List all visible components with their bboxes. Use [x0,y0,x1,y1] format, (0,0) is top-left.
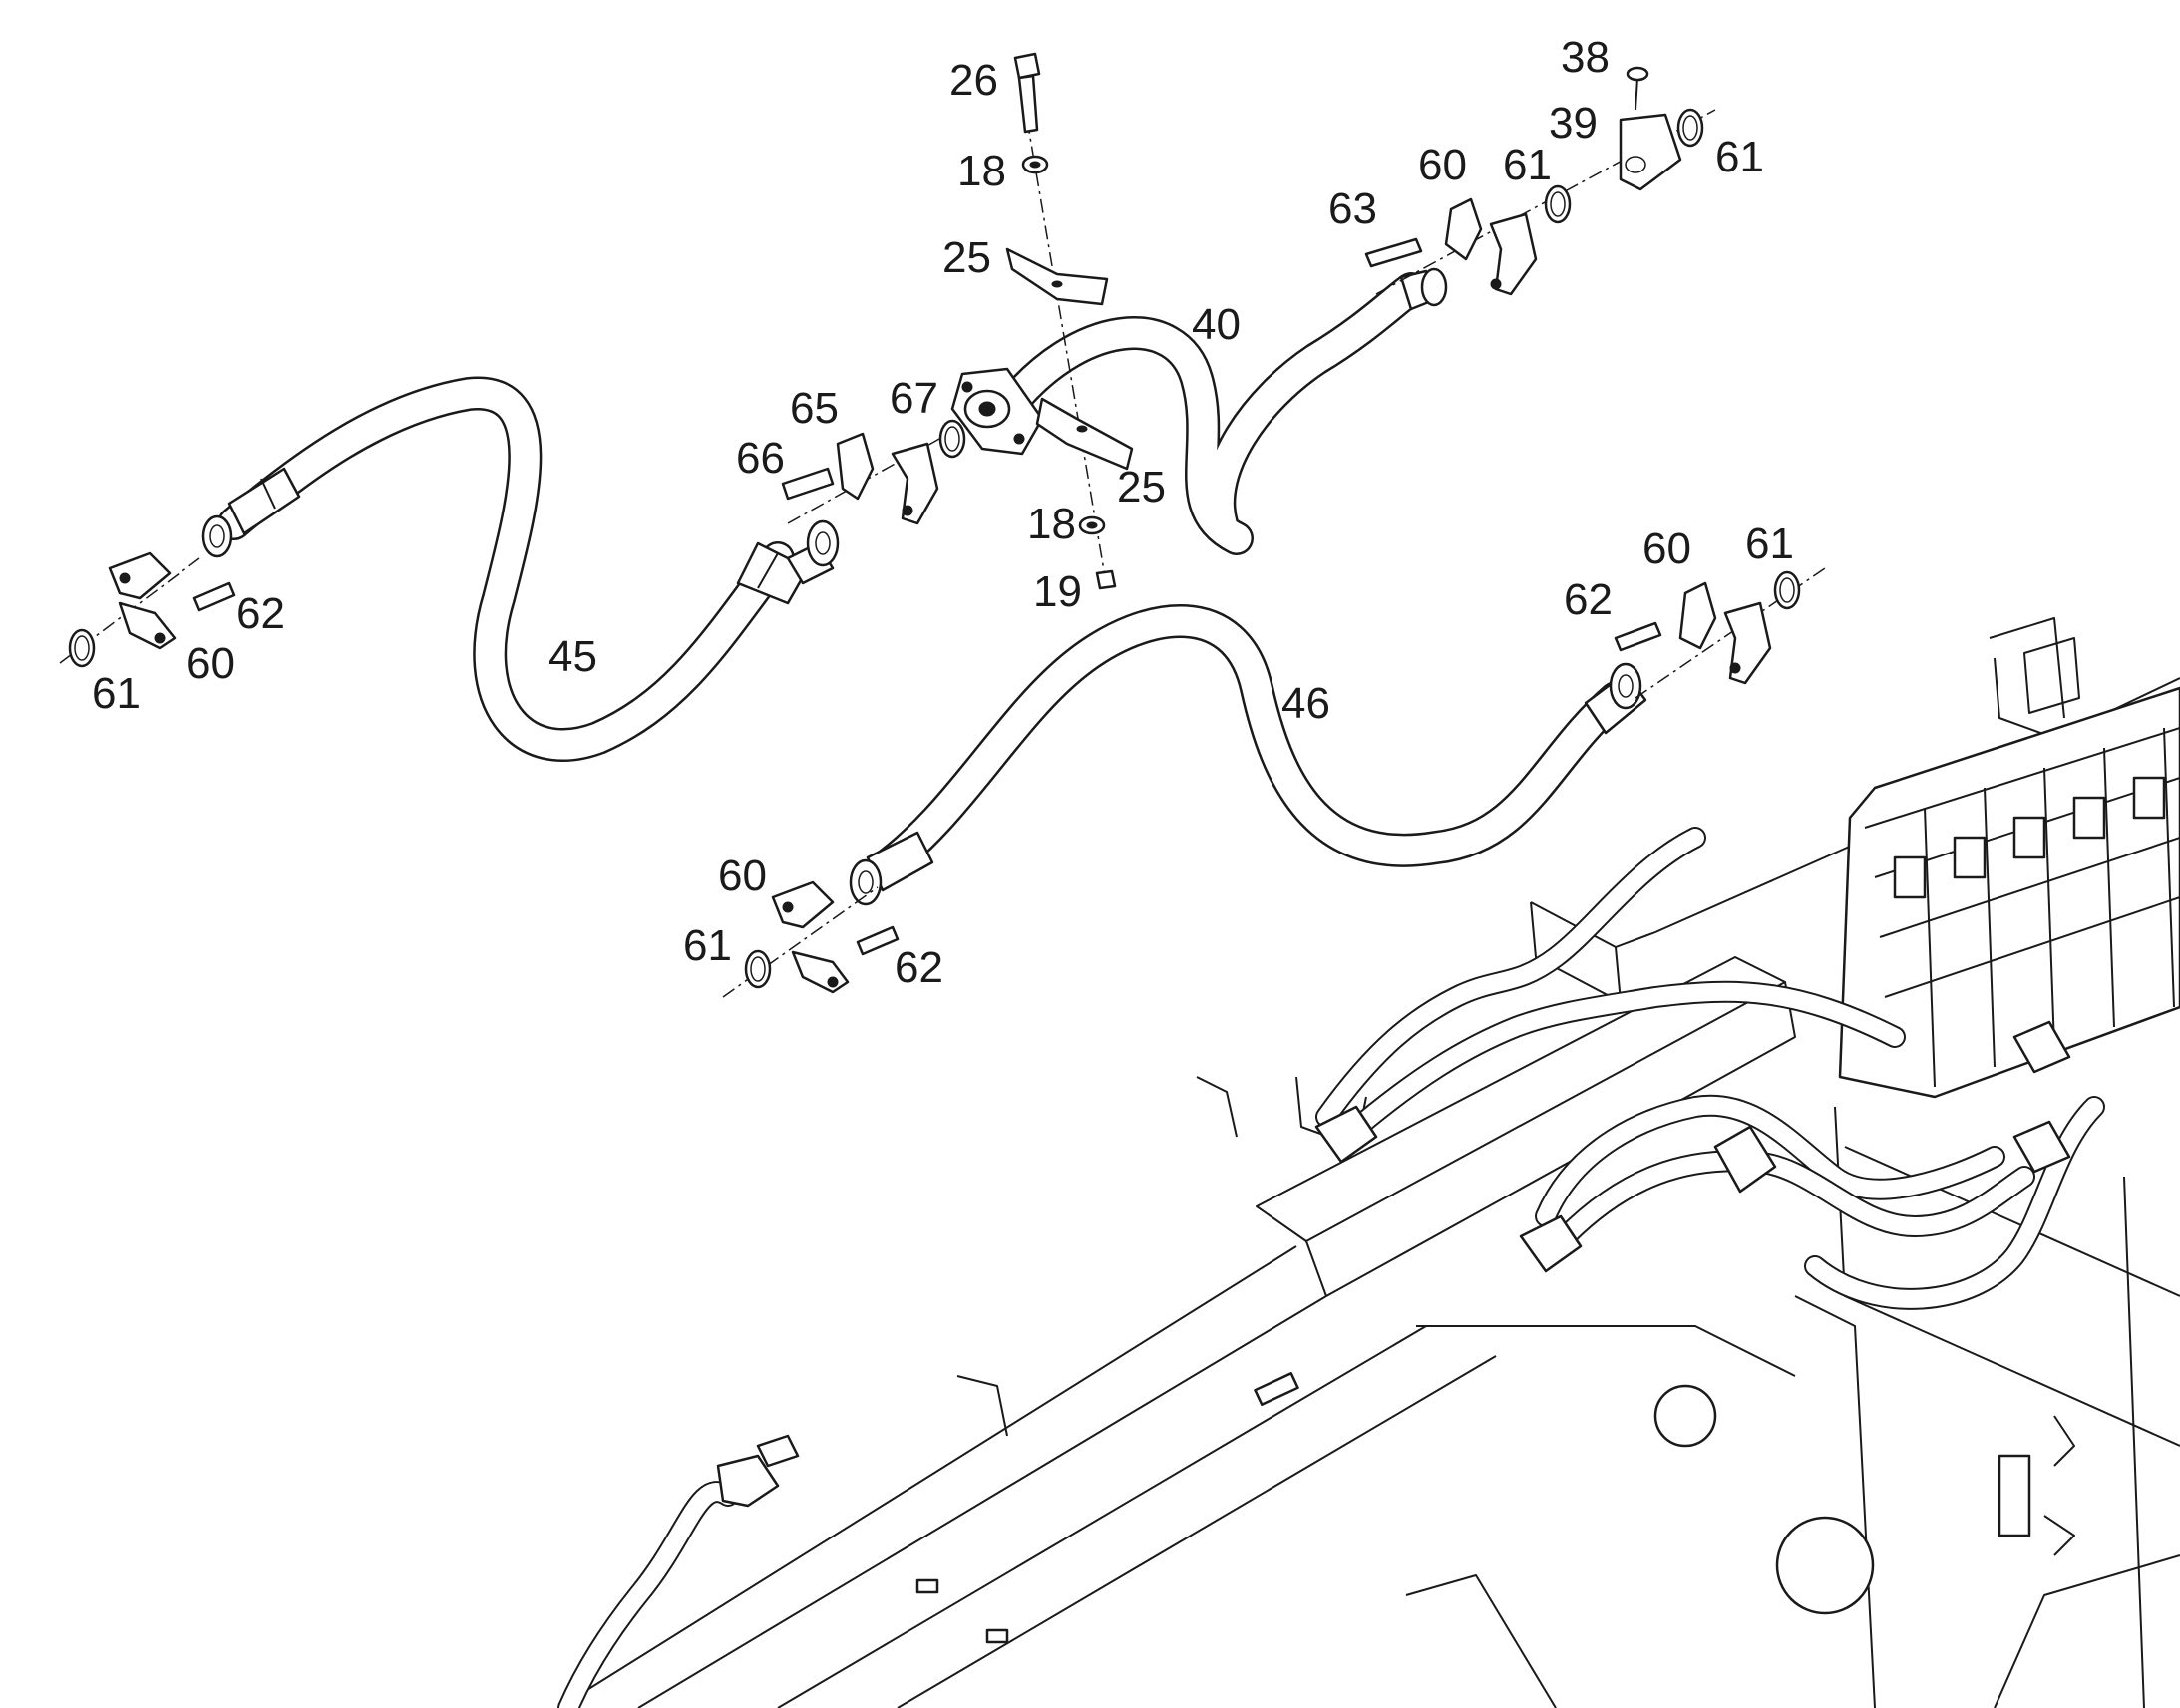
callout-60: 60 [1642,524,1691,573]
callout-26: 26 [949,56,998,105]
callout-labels: 26 18 25 38 39 61 63 60 61 40 65 67 66 2… [92,33,1794,992]
callout-61: 61 [1745,519,1794,568]
callout-39: 39 [1549,99,1598,148]
callout-61: 61 [92,669,141,718]
callout-45: 45 [548,632,597,681]
flange-set-left [59,551,236,668]
callout-25: 25 [1117,463,1166,512]
callout-62: 62 [895,943,943,992]
callout-63: 63 [1328,184,1377,233]
callout-62: 62 [1564,575,1613,624]
callout-61: 61 [683,921,732,970]
callout-62: 62 [236,589,285,638]
callout-60: 60 [718,852,767,900]
hose-46 [849,604,1647,906]
flange-set-top-right [1364,66,1716,296]
callout-66: 66 [736,434,785,483]
callout-61: 61 [1715,133,1764,181]
callout-67: 67 [890,374,938,423]
callout-25: 25 [942,233,991,282]
control-valve-block [1838,686,2180,1099]
flange-set-bottom-left [722,880,900,998]
bracket-assembly [1005,52,1134,590]
callout-61: 61 [1503,141,1552,189]
flange-set-mid-right [1614,567,1826,699]
callout-18: 18 [957,147,1006,195]
hose-45 [201,376,840,762]
machine-frame [557,617,2180,1708]
callout-18: 18 [1027,500,1076,548]
callout-38: 38 [1561,33,1610,82]
callout-65: 65 [790,384,839,433]
callout-46: 46 [1281,679,1330,728]
callout-60: 60 [1418,141,1467,189]
callout-60: 60 [186,639,235,688]
hose-40 [950,267,1448,555]
flange-set-middle [781,419,966,525]
callout-40: 40 [1192,300,1241,349]
callout-19: 19 [1033,567,1082,616]
